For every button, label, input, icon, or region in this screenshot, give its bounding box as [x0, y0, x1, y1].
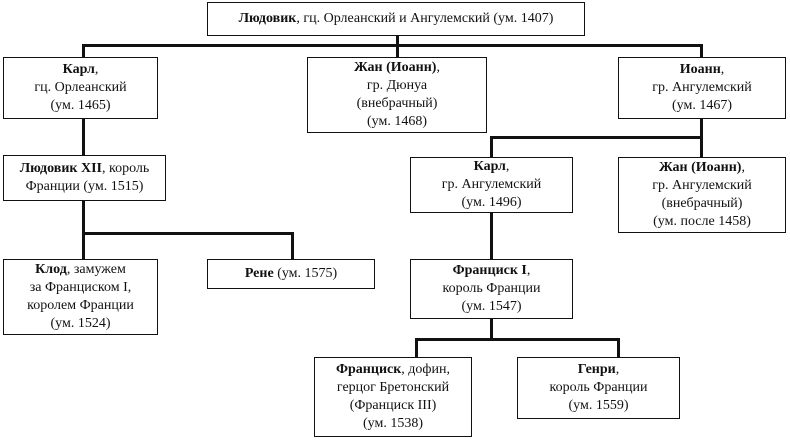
node-charles-angouleme: Карл, гр. Ангулемский (ум. 1496)	[410, 157, 573, 213]
node-text: королем Франции	[27, 298, 134, 313]
node-jean-dunois: Жан (Иоанн), гр. Дюнуа (внебрачный) (ум.…	[307, 57, 487, 133]
node-text: за Франциском I,	[29, 280, 132, 295]
node-rene: Рене (ум. 1575)	[207, 259, 375, 289]
connector-line	[415, 338, 418, 358]
node-name: Людовик	[238, 11, 297, 26]
node-francis-dauphin: Франциск, дофин, герцог Бретонский (Фран…	[314, 357, 472, 437]
node-name: Карл	[473, 159, 506, 174]
connector-line	[82, 118, 85, 156]
node-text: герцог Бретонский	[336, 380, 450, 395]
node-text: (внебрачный)	[661, 196, 743, 211]
node-text: ,	[741, 160, 745, 175]
node-text: (внебрачный)	[356, 96, 438, 111]
connector-line	[490, 318, 493, 340]
connector-line	[700, 136, 703, 158]
node-text: Франции (ум. 1515)	[25, 179, 144, 194]
node-claude: Клод, замужем за Франциском I, королем Ф…	[3, 259, 158, 335]
node-name: Жан (Иоанн)	[659, 160, 742, 175]
node-jean-angouleme: Иоанн, гр. Ангулемский (ум. 1467)	[618, 57, 786, 119]
connector-line	[396, 36, 399, 46]
node-text: (ум. 1524)	[50, 316, 111, 331]
node-text: гр. Ангулемский	[652, 80, 752, 95]
connector-line	[617, 338, 620, 358]
node-text: король Франции	[549, 380, 648, 395]
node-jean-bastard: Жан (Иоанн), гр. Ангулемский (внебрачный…	[618, 157, 786, 233]
node-text: (ум. 1496)	[461, 195, 522, 210]
node-francis-i: Франциск I, король Франции (ум. 1547)	[410, 259, 573, 319]
connector-line	[82, 200, 85, 260]
node-text: ,	[436, 60, 440, 75]
node-name: Иоанн	[679, 62, 721, 77]
node-text: (ум. 1547)	[461, 299, 522, 314]
node-text: , король	[101, 161, 150, 176]
node-text: ,	[526, 263, 531, 278]
node-name: Генри	[577, 362, 616, 377]
node-name: Клод	[35, 262, 67, 277]
node-text: , замужем	[66, 262, 126, 277]
node-text: , гц. Орлеанский и Ангулемский (ум. 1407…	[296, 11, 554, 26]
node-louis-orleans: Людовик, гц. Орлеанский и Ангулемский (у…	[207, 2, 585, 36]
connector-line	[490, 212, 493, 260]
node-text: (ум. 1538)	[362, 416, 423, 431]
node-text: (ум. 1575)	[273, 266, 338, 281]
node-text: , дофин,	[401, 362, 450, 377]
connector-line	[700, 44, 703, 58]
connector-line	[82, 44, 85, 58]
node-henri: Генри, король Франции (ум. 1559)	[517, 357, 680, 419]
connector-line	[415, 338, 620, 341]
node-text: (ум. 1468)	[366, 114, 427, 129]
node-text: ,	[505, 159, 510, 174]
node-text: ,	[615, 362, 620, 377]
node-text: (ум. 1559)	[568, 398, 629, 413]
connector-line	[82, 232, 294, 235]
node-text: гр. Ангулемский	[652, 178, 752, 193]
node-text: (ум. после 1458)	[653, 214, 751, 229]
connector-line	[490, 136, 493, 158]
node-text: ,	[94, 62, 99, 77]
node-name: Рене	[244, 266, 274, 281]
connector-line	[490, 136, 702, 139]
connector-line	[291, 232, 294, 260]
node-name: Франциск	[336, 362, 402, 377]
node-text: король Франции	[442, 281, 541, 296]
node-louis-xii: Людовик XII, король Франции (ум. 1515)	[3, 155, 166, 201]
node-text: гр. Дюнуа	[366, 78, 428, 93]
connector-line	[82, 44, 702, 47]
connector-line	[700, 118, 703, 138]
node-text: (ум. 1465)	[50, 98, 111, 113]
node-text: (ум. 1467)	[672, 98, 732, 113]
connector-line	[396, 44, 399, 58]
node-text: (Франциск III)	[349, 398, 437, 413]
node-charles-orleans: Карл, гц. Орлеанский (ум. 1465)	[3, 57, 158, 119]
node-name: Людовик XII	[19, 161, 102, 176]
node-text: гц. Орлеанский	[34, 80, 127, 95]
node-text: гр. Ангулемский	[441, 177, 542, 192]
node-name: Карл	[62, 62, 95, 77]
node-name: Франциск I	[452, 263, 527, 278]
node-text: ,	[720, 62, 725, 77]
node-name: Жан (Иоанн)	[354, 60, 437, 75]
